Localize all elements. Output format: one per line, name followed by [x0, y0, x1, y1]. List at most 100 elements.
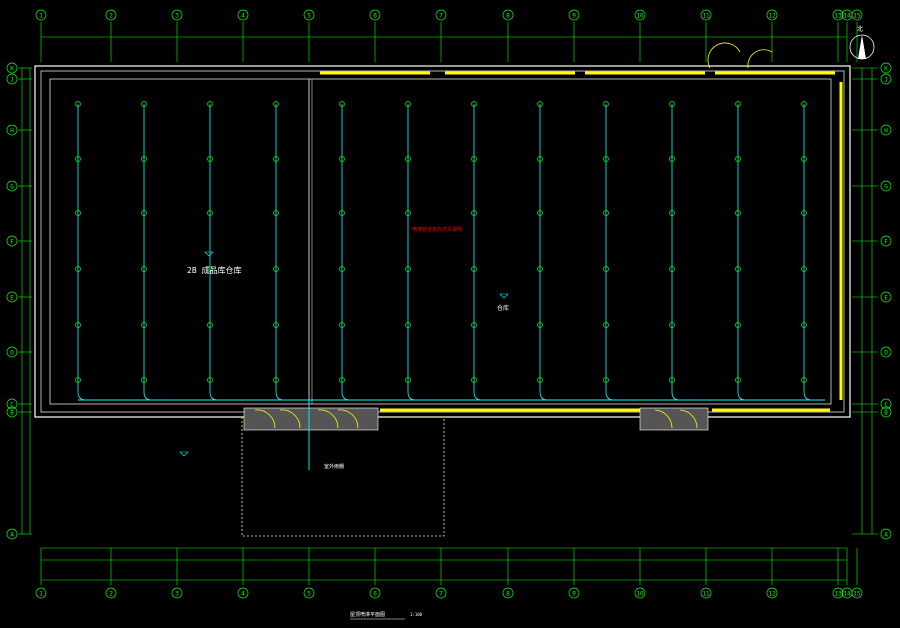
row-label: D [884, 349, 888, 356]
row-bubble [6, 235, 18, 247]
column-label: 12 [768, 12, 776, 19]
column-label: 2 [109, 590, 113, 597]
door-swing [254, 409, 276, 429]
column-label: 5 [307, 590, 311, 597]
row-label: C [10, 401, 14, 408]
column-label: 1 [39, 590, 43, 597]
column-bubble [502, 9, 514, 21]
row-bubble [880, 346, 892, 358]
column-bubble [634, 9, 646, 21]
column-label: 14 [843, 12, 851, 19]
sprinkler-head-icon [603, 377, 609, 383]
column-bubble [851, 587, 863, 599]
branch-elbow [737, 391, 747, 401]
column-label: 9 [572, 590, 576, 597]
row-bubble [880, 124, 892, 136]
column-label: 3 [175, 12, 179, 19]
sprinkler-head-icon [141, 266, 147, 272]
outdoor-canopy [241, 416, 445, 537]
sprinkler-head-icon [207, 101, 213, 107]
row-bubble [880, 528, 892, 540]
row-label: H [10, 127, 14, 134]
row-label: J [10, 76, 14, 83]
column-bubble [237, 587, 249, 599]
row-bubble [6, 73, 18, 85]
column-label: 8 [506, 12, 510, 19]
column-label: 11 [702, 590, 710, 597]
sprinkler-head-icon [273, 266, 279, 272]
column-bubble [700, 587, 712, 599]
row-bubble [880, 406, 892, 418]
sprinkler-head-icon [735, 322, 741, 328]
sprinkler-head-icon [405, 101, 411, 107]
column-bubble [502, 587, 514, 599]
branch-elbow [209, 391, 219, 401]
sprinkler-head-icon [801, 156, 807, 162]
building-outline [34, 65, 851, 537]
column-bubble [369, 587, 381, 599]
column-label: 15 [853, 12, 861, 19]
room-boundary [49, 78, 832, 405]
sprinkler-head-icon [273, 322, 279, 328]
column-label: 13 [834, 590, 842, 597]
sprinkler-head-icon [405, 322, 411, 328]
red-note: 喷淋管道走向详见说明 [412, 226, 462, 233]
branch-elbow [143, 391, 153, 401]
column-bubble [766, 9, 778, 21]
row-bubble [6, 528, 18, 540]
column-bubble [105, 9, 117, 21]
row-label: E [884, 294, 888, 301]
sprinkler-head-icon [207, 266, 213, 272]
column-label: 7 [439, 12, 443, 19]
sprinkler-head-icon [735, 266, 741, 272]
column-bubble [568, 9, 580, 21]
sprinkler-head-icon [801, 210, 807, 216]
row-bubble [880, 73, 892, 85]
door-swing [279, 409, 301, 429]
column-bubble [35, 9, 47, 21]
door-swing-top [707, 42, 741, 69]
sprinkler-head-icon [207, 210, 213, 216]
column-label: 11 [702, 12, 710, 19]
column-bubble [435, 587, 447, 599]
column-label: 14 [843, 590, 851, 597]
column-label: 1 [39, 12, 43, 19]
sprinkler-head-icon [405, 266, 411, 272]
row-label: G [884, 183, 888, 190]
sprinkler-head-icon [339, 377, 345, 383]
column-label: 5 [307, 12, 311, 19]
row-label: E [10, 294, 14, 301]
column-bubble [851, 9, 863, 21]
branch-elbow [473, 391, 483, 401]
column-bubble [237, 9, 249, 21]
sprinkler-head-icon [339, 322, 345, 328]
sprinkler-head-icon [273, 377, 279, 383]
column-bubble [105, 587, 117, 599]
sprinkler-head-icon [141, 101, 147, 107]
sprinkler-head-icon [75, 377, 81, 383]
row-bubble [6, 346, 18, 358]
sprinkler-head-icon [603, 101, 609, 107]
column-bubble [634, 587, 646, 599]
door-swing [337, 409, 359, 429]
sprinkler-head-icon [75, 322, 81, 328]
sprinkler-head-icon [405, 210, 411, 216]
row-label: A [884, 531, 888, 538]
column-bubble [303, 587, 315, 599]
sprinkler-head-icon [537, 101, 543, 107]
column-label: 8 [506, 590, 510, 597]
sprinkler-head-icon [75, 266, 81, 272]
row-label: F [10, 238, 14, 245]
sprinkler-head-icon [801, 266, 807, 272]
row-label: G [10, 183, 14, 190]
level-mark-icon [499, 293, 509, 299]
branch-elbow [341, 391, 351, 401]
row-label: K [10, 65, 14, 72]
sprinkler-head-icon [405, 377, 411, 383]
sprinkler-head-icon [141, 377, 147, 383]
sprinkler-head-icon [801, 377, 807, 383]
sprinkler-head-icon [735, 210, 741, 216]
column-label: 10 [636, 590, 644, 597]
sprinkler-head-icon [669, 156, 675, 162]
